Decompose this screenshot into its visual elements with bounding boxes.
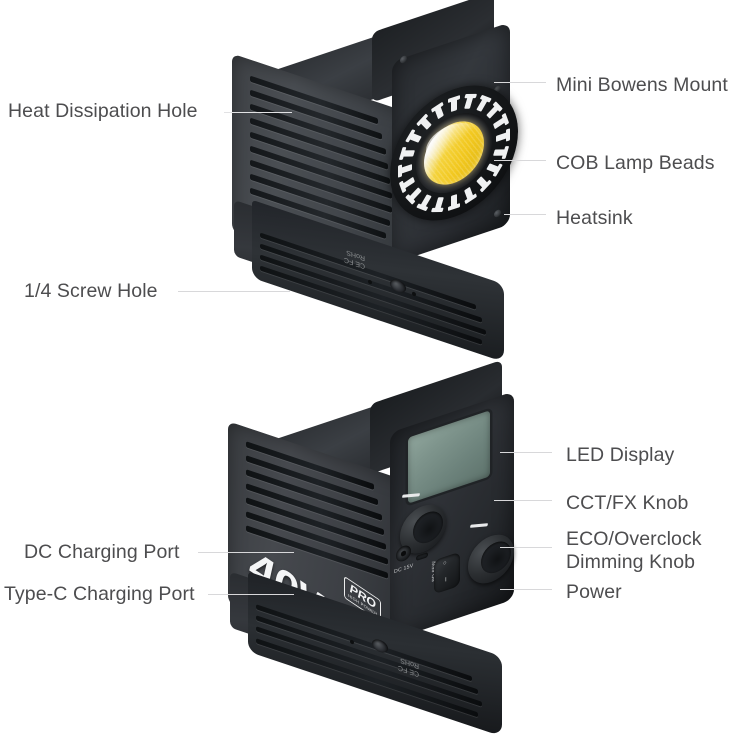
power-on-symbol: ○ xyxy=(443,560,447,568)
leader-power xyxy=(500,589,552,590)
callout-cct-fx-knob: CCT/FX Knob xyxy=(566,492,689,514)
callout-type-c-charging-port: Type-C Charging Port xyxy=(4,583,195,605)
callout-heatsink: Heatsink xyxy=(556,207,633,229)
callout-dc-charging-port: DC Charging Port xyxy=(24,541,180,563)
leader-quarter-screw-hole xyxy=(178,291,290,292)
leader-cob-lamp-beads xyxy=(494,160,546,161)
leader-mini-bowens-mount xyxy=(494,82,546,83)
leader-heatsink xyxy=(504,214,546,215)
callout-led-display: LED Display xyxy=(566,444,675,466)
leader-cct-fx-knob xyxy=(494,500,552,501)
leader-type-c-charging-port xyxy=(208,594,294,595)
callout-mini-bowens-mount: Mini Bowens Mount xyxy=(556,74,728,96)
leader-led-display xyxy=(500,452,552,453)
callout-quarter-screw-hole: 1/4 Screw Hole xyxy=(24,280,158,302)
callout-heat-dissipation-hole: Heat Dissipation Hole xyxy=(8,100,198,122)
callout-cob-lamp-beads: COB Lamp Beads xyxy=(556,152,715,174)
callout-power: Power xyxy=(566,581,622,603)
product-front-view: Ulanzi xyxy=(222,0,522,363)
power-off-symbol: I xyxy=(445,577,447,584)
underside-vents xyxy=(260,229,496,356)
underside-vents xyxy=(256,600,494,730)
leader-eco-overclock-dimming-knob xyxy=(500,547,552,548)
callout-eco-overclock-dimming-knob: ECO/Overclock Dimming Knob xyxy=(566,528,702,573)
leader-dc-charging-port xyxy=(198,552,294,553)
leader-heat-dissipation-hole xyxy=(224,112,292,113)
